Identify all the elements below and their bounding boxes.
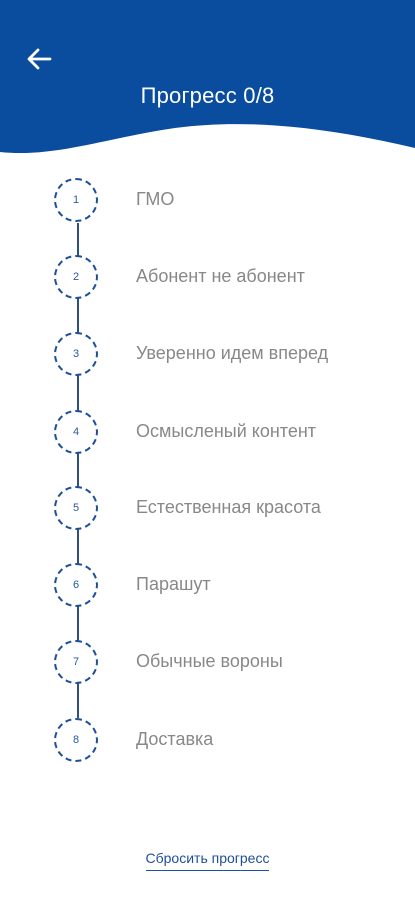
back-button[interactable]: [20, 40, 58, 78]
step-label: Естественная красота: [136, 497, 321, 517]
step-item-3[interactable]: 3 Уверенно идем вперед: [0, 332, 415, 380]
timeline-connector: [77, 223, 79, 718]
step-label: Осмысленый контент: [136, 421, 317, 441]
step-item-2[interactable]: 2 Абонент не абонент: [0, 255, 415, 303]
step-number-circle: 3: [54, 332, 98, 376]
step-item-7[interactable]: 7 Обычные вороны: [0, 640, 415, 688]
header: Прогресс 0/8: [0, 0, 415, 170]
step-number-circle: 5: [54, 486, 98, 530]
step-label: Парашут: [136, 574, 211, 594]
step-label: Обычные вороны: [136, 651, 283, 671]
step-item-6[interactable]: 6 Парашут: [0, 563, 415, 611]
step-number-circle: 6: [54, 563, 98, 607]
step-label: ГМО: [136, 189, 175, 209]
step-number-circle: 7: [54, 640, 98, 684]
reset-progress-link[interactable]: Сбросить прогресс: [145, 850, 270, 871]
step-item-5[interactable]: 5 Естественная красота: [0, 486, 415, 534]
reset-progress-container: Сбросить прогресс: [0, 850, 415, 871]
arrow-left-icon: [27, 48, 52, 70]
step-number-circle: 4: [54, 410, 98, 454]
step-item-8[interactable]: 8 Доставка: [0, 718, 415, 766]
step-item-1[interactable]: 1 ГМО: [0, 178, 415, 226]
page-title: Прогресс 0/8: [140, 83, 275, 108]
header-wave-background: [0, 0, 415, 154]
step-item-4[interactable]: 4 Осмысленый контент: [0, 410, 415, 458]
step-label: Уверенно идем вперед: [136, 343, 329, 363]
step-number-circle: 2: [54, 255, 98, 299]
step-number-circle: 8: [54, 718, 98, 762]
step-label: Абонент не абонент: [136, 266, 305, 286]
step-number-circle: 1: [54, 178, 98, 222]
step-label: Доставка: [136, 729, 214, 749]
